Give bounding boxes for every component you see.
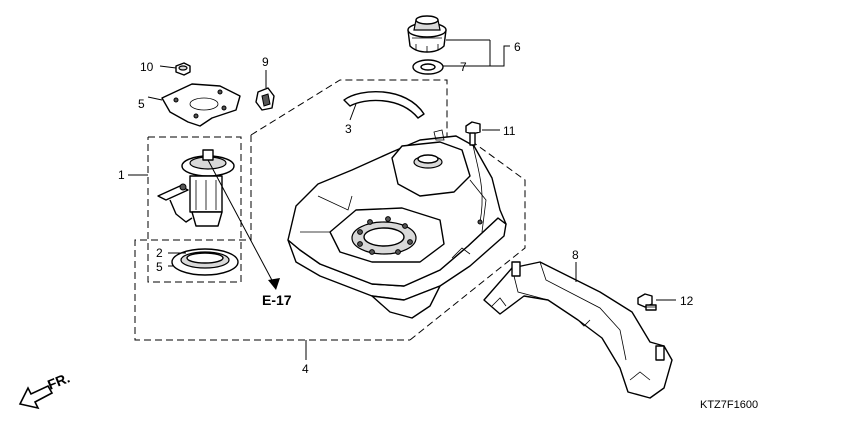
set-ring	[343, 90, 425, 119]
callout-5-lower: 5	[156, 260, 163, 274]
pump-seal-ring	[171, 248, 239, 276]
tube-clip	[255, 87, 275, 111]
callout-11: 11	[503, 124, 516, 138]
bolt-11	[465, 121, 483, 225]
callout-10: 10	[140, 60, 154, 74]
reference-arrow	[207, 159, 280, 290]
callout-2: 2	[156, 246, 163, 260]
filler-cap	[407, 15, 447, 53]
callout-1: 1	[118, 168, 125, 182]
leader-lines	[128, 39, 676, 360]
callout-8: 8	[572, 248, 579, 262]
fuel-pump-unit	[157, 149, 235, 227]
tank-assembly-outline	[134, 79, 526, 341]
tank-stay	[483, 261, 673, 399]
diagram-code: KTZ7F1600	[700, 399, 758, 411]
front-direction-arrow: FR.	[18, 369, 72, 410]
fuel-tank	[287, 129, 507, 319]
reference-e17: E-17	[262, 292, 292, 308]
cap-gasket	[412, 59, 444, 75]
callout-7: 7	[460, 60, 467, 74]
setting-plate	[161, 83, 241, 127]
callout-labels: 1 2 5 5 10 9 3 6 7 11 8 12 4	[118, 40, 694, 376]
pump-well-bolts	[357, 216, 413, 255]
callout-3: 3	[345, 122, 352, 136]
callout-6: 6	[514, 40, 521, 54]
callout-4: 4	[302, 362, 309, 376]
callout-12: 12	[680, 294, 694, 308]
bolt-12	[637, 293, 657, 311]
flange-nut	[175, 62, 191, 76]
front-direction-label: FR.	[45, 369, 72, 392]
callout-9: 9	[262, 55, 269, 69]
fuel-pump-group-box	[147, 136, 242, 283]
callout-5-upper: 5	[138, 97, 145, 111]
